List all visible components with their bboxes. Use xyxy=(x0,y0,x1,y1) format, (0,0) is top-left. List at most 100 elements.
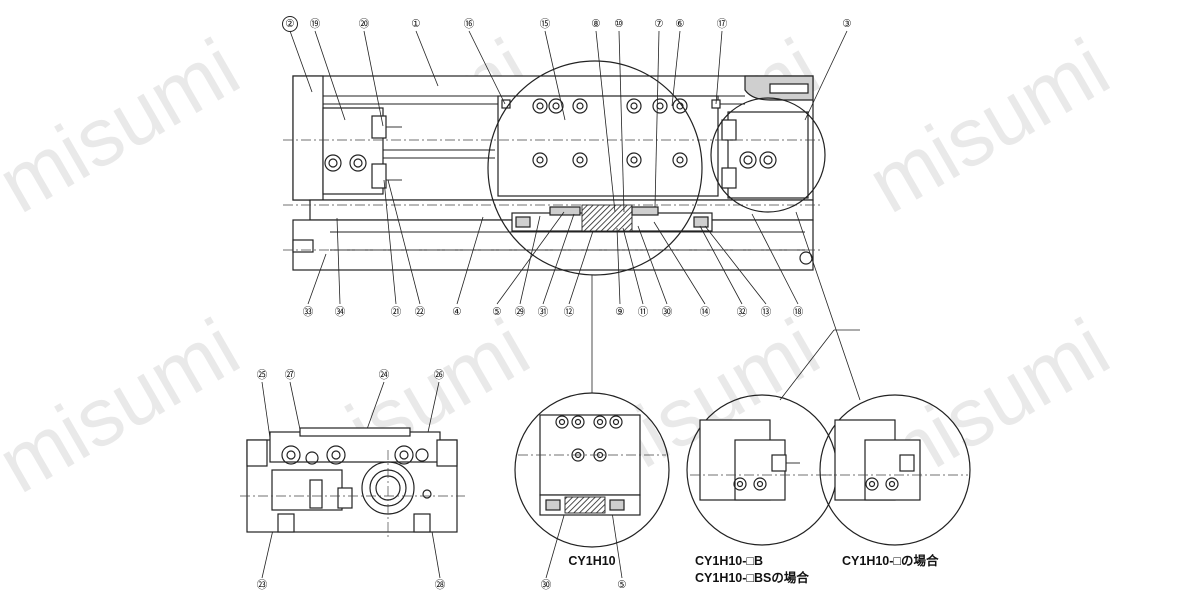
detail-magnet xyxy=(564,496,606,514)
callout-label: ⑪ xyxy=(638,306,649,318)
callout: ㉝ xyxy=(303,306,314,318)
callout-label: ① xyxy=(411,18,420,30)
callout: ㉜ xyxy=(737,306,748,318)
left-plate xyxy=(292,75,324,201)
callout-label: ② xyxy=(285,18,294,30)
end-cover-24 xyxy=(299,427,411,437)
detail-cy1h10 xyxy=(514,392,670,548)
callout: ㉛ xyxy=(538,306,549,318)
callout: ㉑ xyxy=(391,306,402,318)
caption-plain: CY1H10-□の場合 xyxy=(842,553,939,568)
callout: ⑭ xyxy=(700,306,711,318)
callout: ⑦ xyxy=(654,18,663,30)
detail-b-stopper xyxy=(771,454,787,472)
callout-label: ㉒ xyxy=(415,306,426,318)
callout: ㉞ xyxy=(335,306,346,318)
callout-label: ⑥ xyxy=(675,18,684,30)
callout: ⑲ xyxy=(310,18,321,30)
callout-label: ㉖ xyxy=(434,369,445,381)
end-view xyxy=(240,427,465,540)
caption-cy1h10: CY1H10 xyxy=(568,554,615,568)
end-bolt xyxy=(309,479,323,509)
callout: ⑧ xyxy=(591,18,600,30)
callout-label: ㉚ xyxy=(541,579,552,591)
detail-b xyxy=(686,394,838,546)
callout: ⑪ xyxy=(638,306,649,318)
end-left-tab xyxy=(246,439,268,467)
port-33 xyxy=(292,239,314,253)
end-foot xyxy=(413,513,431,533)
callout: ㉓ xyxy=(257,579,268,591)
callout: ⑰ xyxy=(717,18,728,30)
callout-label: ⑬ xyxy=(761,306,772,318)
callout: ㉚ xyxy=(662,306,673,318)
bolt-3 xyxy=(769,83,809,94)
callout: ⑥ xyxy=(675,18,684,30)
callout-label: ⑱ xyxy=(793,306,804,318)
caption-b-line2: CY1H10-□BSの場合 xyxy=(695,570,809,585)
callout: ⑤ xyxy=(617,579,626,591)
callout-label: ㉘ xyxy=(435,579,446,591)
callout-label: ㉓ xyxy=(257,579,268,591)
callout: ㉗ xyxy=(285,369,296,381)
detail-plain xyxy=(819,394,971,546)
watermark-text: misumi xyxy=(0,22,254,231)
watermark-text: misumi xyxy=(0,302,254,511)
callout: ④ xyxy=(452,306,461,318)
callout-label: ㉕ xyxy=(257,369,268,381)
callout-label: ⑯ xyxy=(464,18,475,30)
right-stopper xyxy=(721,119,737,141)
callout-label: ⑤ xyxy=(492,306,501,318)
callout-label: ㉚ xyxy=(662,306,673,318)
callout: ⑳ xyxy=(359,18,370,30)
right-block xyxy=(727,111,809,199)
callout-label: ⑭ xyxy=(700,306,711,318)
callout: ⑤ xyxy=(492,306,501,318)
callout-label: ㉑ xyxy=(391,306,402,318)
right-stopper xyxy=(721,167,737,189)
captions: CY1H10 CY1H10-□B CY1H10-□BSの場合 CY1H10-□の… xyxy=(568,553,939,585)
callout-label: ⑨ xyxy=(615,306,624,318)
main-assembly xyxy=(283,60,826,276)
end-right-tab xyxy=(436,439,458,467)
callout-label: ㉛ xyxy=(538,306,549,318)
wear-ring xyxy=(515,216,531,228)
callout-label: ③ xyxy=(842,18,851,30)
caption-b-line1: CY1H10-□B xyxy=(695,554,763,568)
detail-circle-right xyxy=(710,97,826,213)
callout: ⑬ xyxy=(761,306,772,318)
callout-label: ④ xyxy=(452,306,461,318)
wear-ring-32 xyxy=(693,216,709,228)
callout-label: ⑰ xyxy=(717,18,728,30)
detail-circle-center xyxy=(487,60,703,276)
magnet-12 xyxy=(581,204,633,232)
bolt-group xyxy=(324,98,777,172)
callout: ㉘ xyxy=(435,579,446,591)
callout-label: ⑫ xyxy=(564,306,575,318)
callout: ㉕ xyxy=(257,369,268,381)
callout-label: ⑦ xyxy=(654,18,663,30)
callout: ㉖ xyxy=(434,369,445,381)
callout: ㉙ xyxy=(515,306,526,318)
callout-label: ⑤ xyxy=(617,579,626,591)
callout-label: ⑲ xyxy=(310,18,321,30)
callout-label: ㉗ xyxy=(285,369,296,381)
stopper-22 xyxy=(371,163,387,189)
callout: ① xyxy=(411,18,420,30)
callout: ⑫ xyxy=(564,306,575,318)
callout-label: ⑮ xyxy=(540,18,551,30)
watermark-text: misumi xyxy=(854,22,1124,231)
callouts: ② ⑲ ⑳ ① ⑯ ⑮ ⑧ ⑩ ⑦ ⑥ ⑰ ③ ㉝ ㉞ ㉑ ㉒ ④ ⑤ ㉙ ㉛ … xyxy=(257,16,852,591)
callout-label: ㉝ xyxy=(303,306,314,318)
callout: ⑨ xyxy=(615,306,624,318)
callout: ⑱ xyxy=(793,306,804,318)
callout: ㉒ xyxy=(415,306,426,318)
callout-label: ㉞ xyxy=(335,306,346,318)
callout-label: ㉜ xyxy=(737,306,748,318)
callout: ③ xyxy=(842,18,851,30)
detail-plain-stopper xyxy=(899,454,915,472)
callout-label: ⑳ xyxy=(359,18,370,30)
callout: ⑯ xyxy=(464,18,475,30)
